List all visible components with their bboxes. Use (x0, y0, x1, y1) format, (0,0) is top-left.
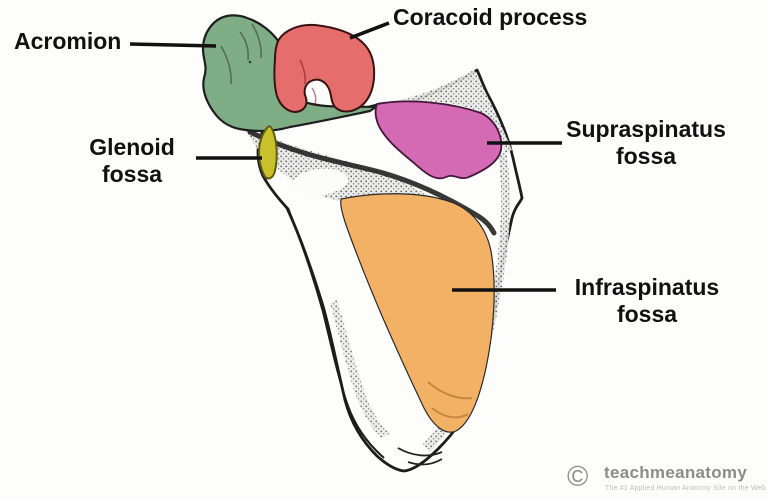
acromion-dot (248, 60, 252, 64)
label-supraspinatus-line2: fossa (615, 143, 677, 169)
infraspinatus-fossa-region (340, 193, 495, 433)
inferior-crease (407, 458, 443, 466)
label-supraspinatus-fossa: Supraspinatus fossa (560, 116, 732, 170)
lateral-border-shading (330, 300, 390, 438)
lateral-ridge-line (287, 207, 385, 459)
copyright-icon: © (567, 461, 589, 493)
label-supraspinatus-line1: Supraspinatus (566, 116, 726, 142)
acromion-leader-line (129, 42, 217, 48)
supraspinatus-fossa-region (374, 100, 503, 180)
label-glenoid-fossa: Glenoid fossa (57, 134, 207, 188)
neck-highlight (292, 168, 348, 196)
label-glenoid-line2: fossa (101, 161, 163, 187)
spine-shadow-band (247, 129, 497, 236)
acromion-crease (220, 45, 232, 85)
coracoid-shading (299, 59, 306, 85)
watermark-brand: teachmeanatomy (604, 463, 748, 482)
inferior-crease (397, 447, 443, 457)
glenoid-fossa-region (258, 125, 278, 180)
label-infraspinatus-line1: Infraspinatus (574, 274, 720, 300)
superior-angle-shading (380, 70, 512, 153)
label-infraspinatus-fossa: Infraspinatus fossa (560, 274, 734, 328)
coracoid-process-region (273, 23, 376, 113)
infraspinatus-crease (431, 407, 469, 419)
label-glenoid-line1: Glenoid (89, 134, 175, 160)
watermark-tagline: The #1 Applied Human Anatomy Site on the… (605, 485, 766, 492)
coracoid-leader-line (349, 21, 390, 40)
acromion-crease (251, 23, 262, 59)
label-coracoid-process: Coracoid process (393, 4, 588, 30)
label-acromion: Acromion (14, 28, 122, 54)
label-infraspinatus-line2: fossa (616, 301, 678, 327)
coracoid-shading (311, 87, 317, 107)
acromion-crease (239, 31, 249, 61)
infraspinatus-crease (427, 381, 473, 400)
